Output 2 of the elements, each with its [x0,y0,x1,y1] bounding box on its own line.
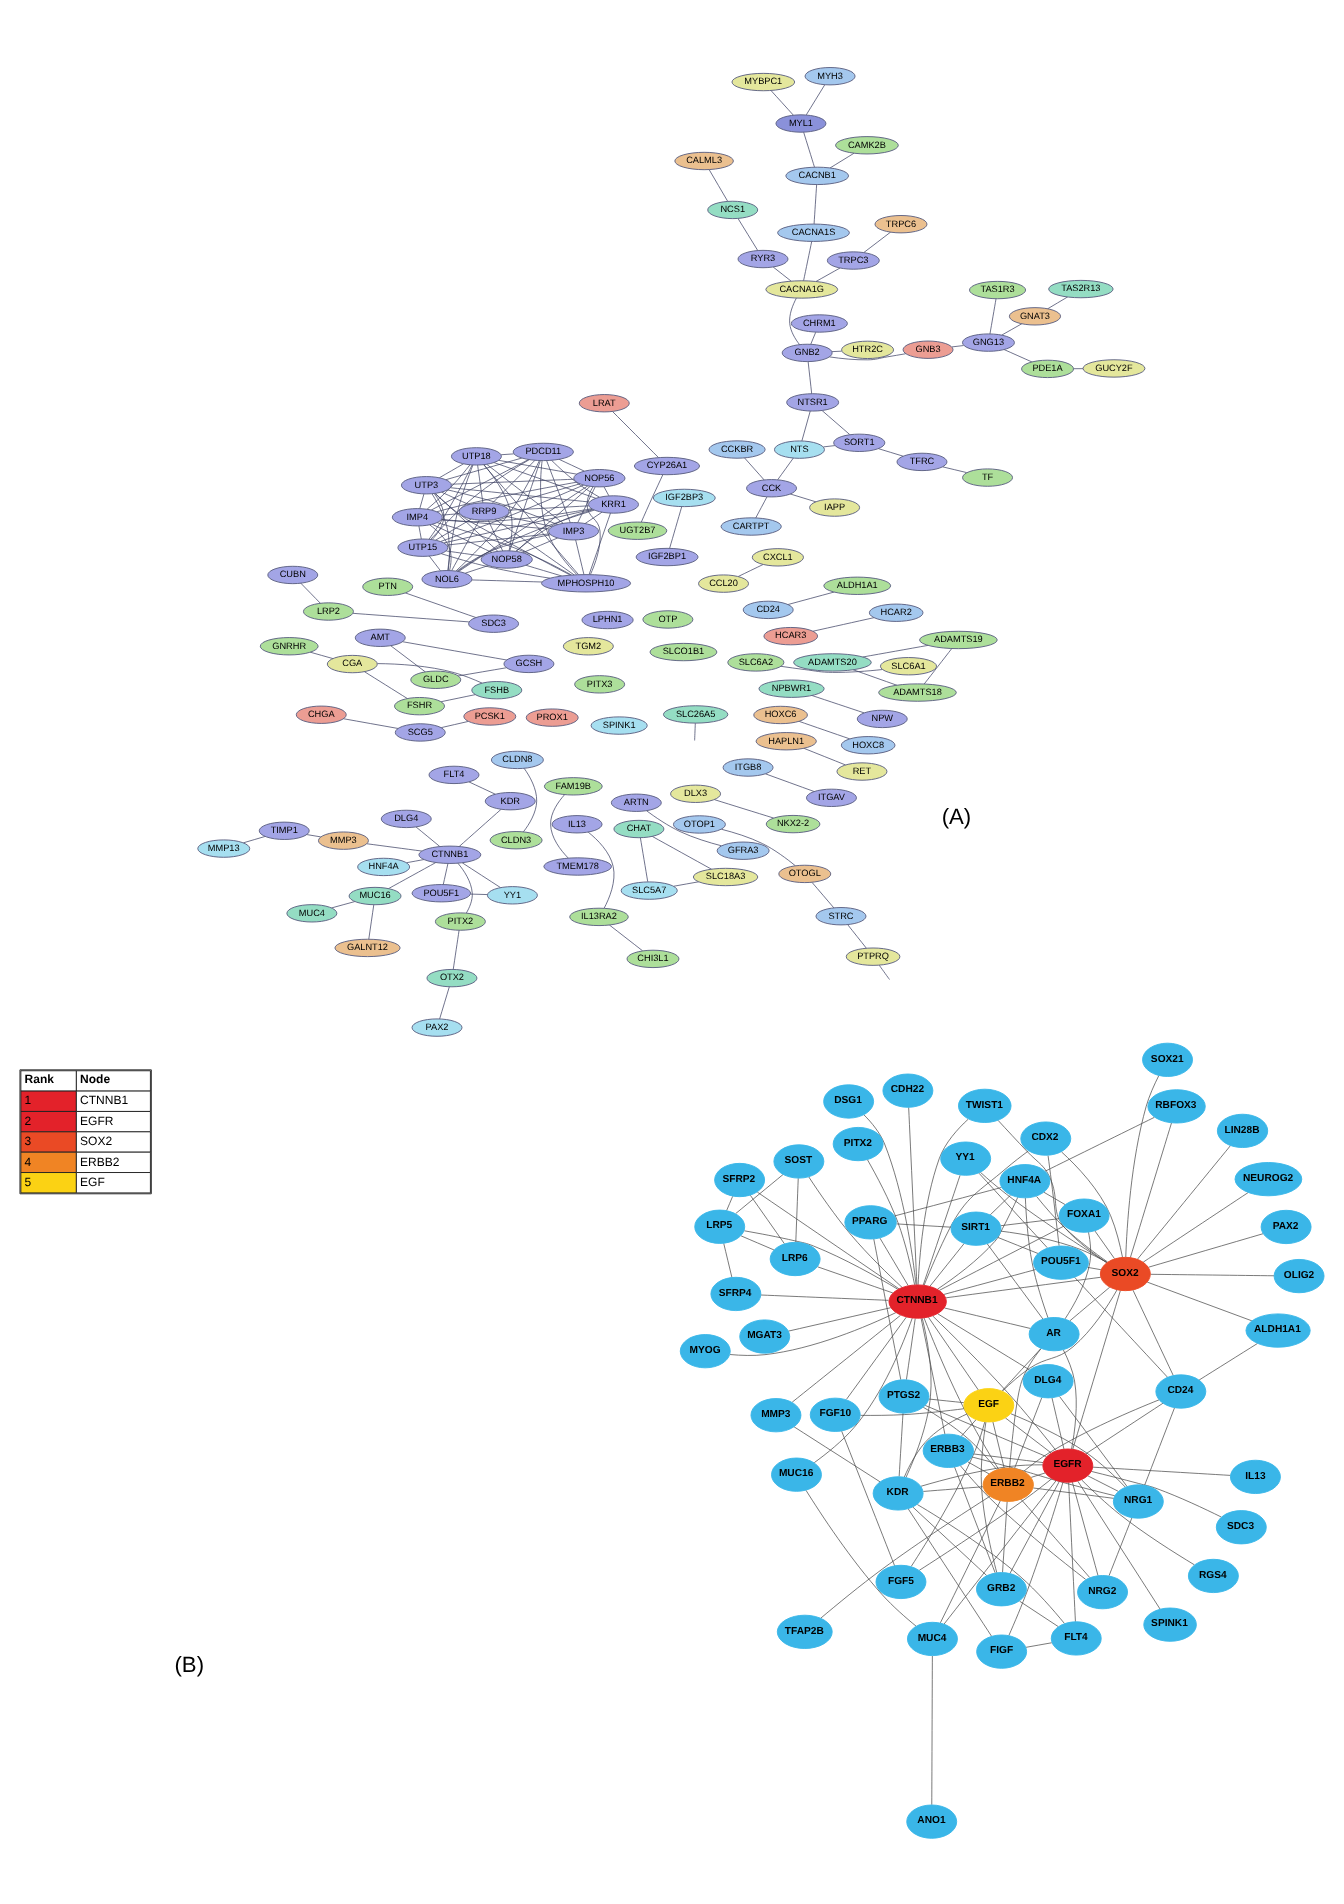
label: (B) [174,1653,205,1678]
label: (A) [941,804,972,829]
